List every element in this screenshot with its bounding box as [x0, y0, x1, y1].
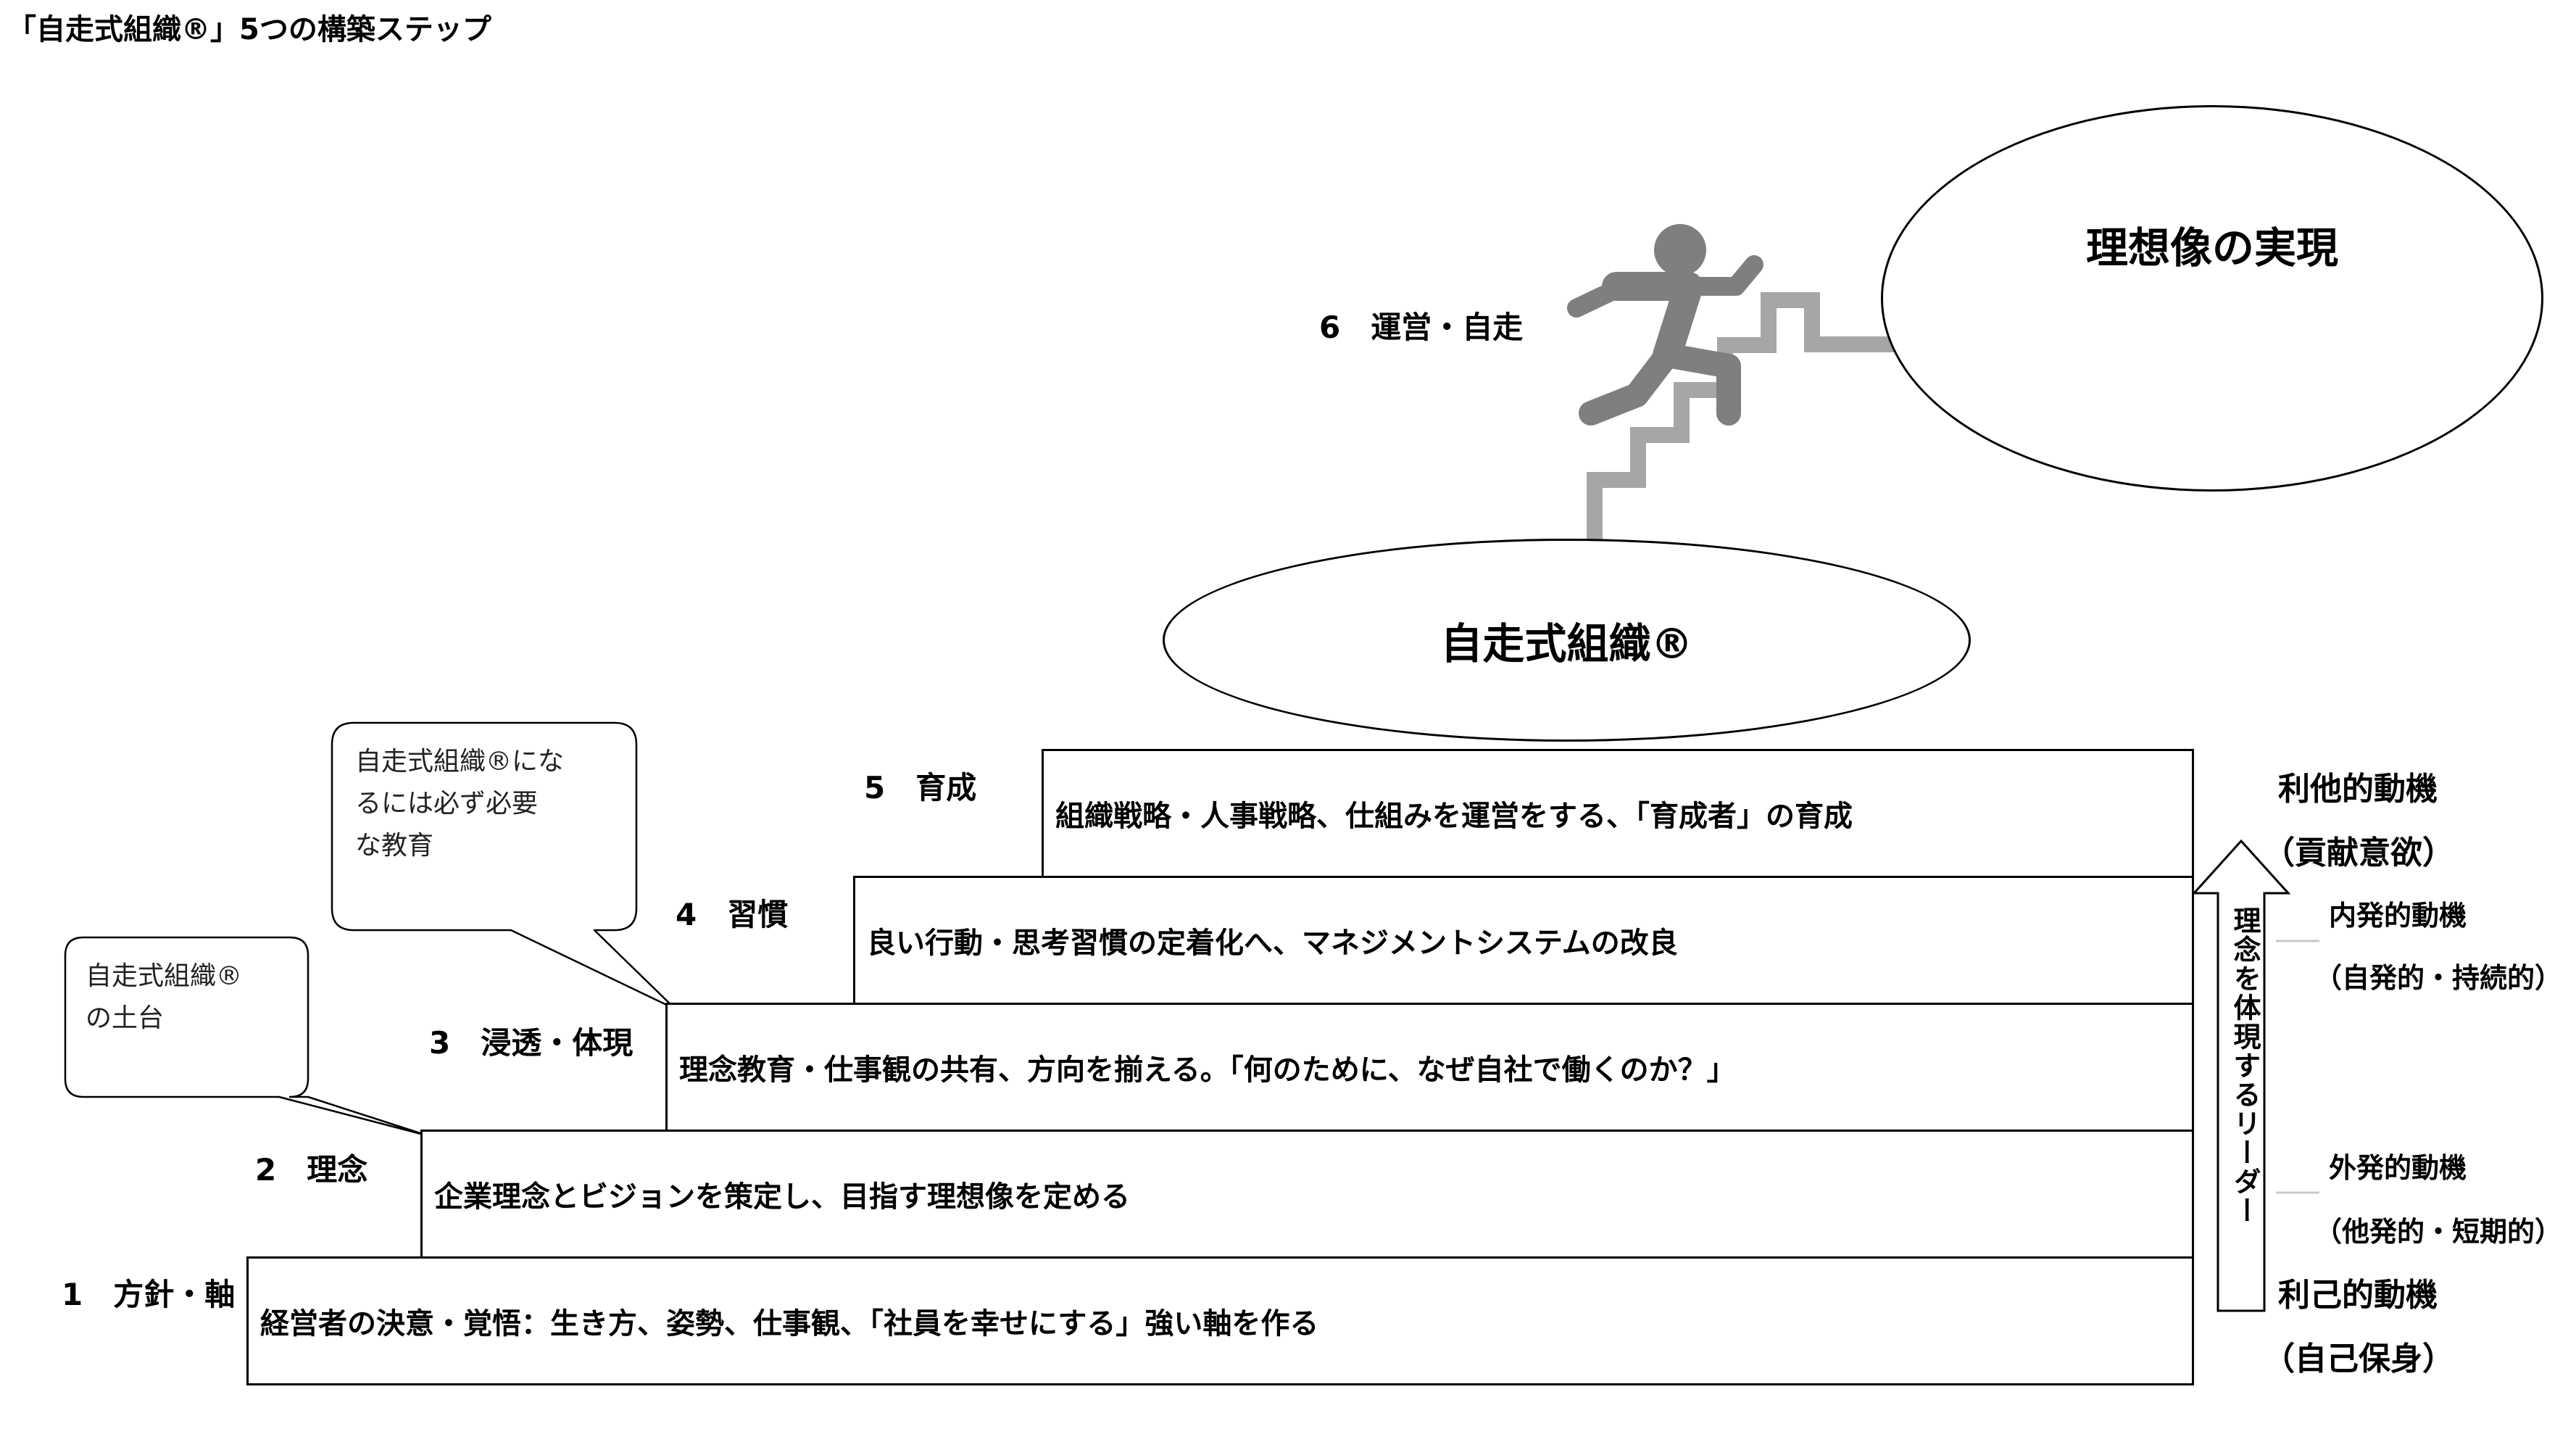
step-5-box: 組織戦略・人事戦略、仕組みを運営をする、「育成者」の育成: [1042, 749, 2194, 878]
self-running-organization-ellipse: 自走式組織®: [1163, 539, 1971, 742]
callout-education-line: るには必ず必要: [355, 789, 539, 819]
stairs-icon: [1587, 292, 1899, 540]
callout-bubble-education: [331, 721, 677, 1011]
callout-foundation-line: の土台: [86, 1003, 165, 1033]
step-2-label: 2 理念: [255, 1152, 368, 1188]
leader-arrow-text: 理念を体現するリーダー: [2229, 906, 2261, 1225]
step-3-text: 理念教育・仕事観の共有、方向を揃える。「何のために、なぜ自社で働くのか？」: [679, 1053, 1736, 1087]
callout-education-line: 自走式組織®にな: [355, 747, 565, 776]
intrinsic-motive: 内発的動機: [2329, 900, 2467, 932]
step-6-label: 6 運営・自走: [1319, 310, 1524, 345]
ideal-realization-label: 理想像の実現: [2085, 223, 2338, 273]
page-title: 「自走式組織®」5つの構築ステップ: [7, 13, 491, 46]
selfish-motive: 利己的動機: [2278, 1277, 2438, 1314]
selfish-motive-sub: （自己保身）: [2263, 1341, 2454, 1377]
step-4-box: 良い行動・思考習慣の定着化へ、マネジメントシステムの改良: [853, 876, 2194, 1005]
up-arrow-icon: [2191, 839, 2291, 1312]
altruistic-motive-sub: （貢献意欲）: [2263, 834, 2454, 871]
step-1-box: 経営者の決意・覚悟：生き方、姿勢、仕事観、「社員を幸せにする」強い軸を作る: [246, 1256, 2194, 1385]
step-3-label: 3 浸透・体現: [429, 1025, 633, 1061]
step-1-text: 経営者の決意・覚悟：生き方、姿勢、仕事観、「社員を幸せにする」強い軸を作る: [260, 1307, 1319, 1341]
extrinsic-motive-sub: （他発的・短期的）: [2314, 1216, 2563, 1248]
running-person-icon: [1567, 224, 1763, 426]
altruistic-motive: 利他的動機: [2278, 771, 2438, 808]
callout-bubble-foundation: [64, 936, 431, 1138]
callout-foundation-line: 自走式組織®: [86, 961, 243, 991]
step-2-box: 企業理念とビジョンを策定し、目指す理想像を定める: [420, 1130, 2194, 1259]
step-1-label: 1 方針・軸: [62, 1277, 236, 1312]
step-2-text: 企業理念とビジョンを策定し、目指す理想像を定める: [434, 1180, 1130, 1214]
callout-foundation-text: 自走式組織® の土台: [86, 956, 242, 1040]
ideal-realization-ellipse: 理想像の実現: [1881, 105, 2543, 492]
extrinsic-motive: 外発的動機: [2329, 1152, 2467, 1184]
intrinsic-motive-sub: （自発的・持続的）: [2314, 962, 2563, 994]
step-5-text: 組織戦略・人事戦略、仕組みを運営をする、「育成者」の育成: [1055, 800, 1853, 833]
callout-education-text: 自走式組織®にな るには必ず必要 な教育: [355, 741, 564, 867]
step-5-label: 5 育成: [864, 770, 977, 805]
self-running-organization-label: 自走式組織®: [1440, 619, 1693, 668]
step-4-label: 4 習慣: [676, 897, 789, 932]
callout-education-line: な教育: [355, 831, 434, 861]
step-4-text: 良い行動・思考習慣の定着化へ、マネジメントシステムの改良: [867, 927, 1678, 960]
step-3-box: 理念教育・仕事観の共有、方向を揃える。「何のために、なぜ自社で働くのか？」: [665, 1003, 2194, 1132]
